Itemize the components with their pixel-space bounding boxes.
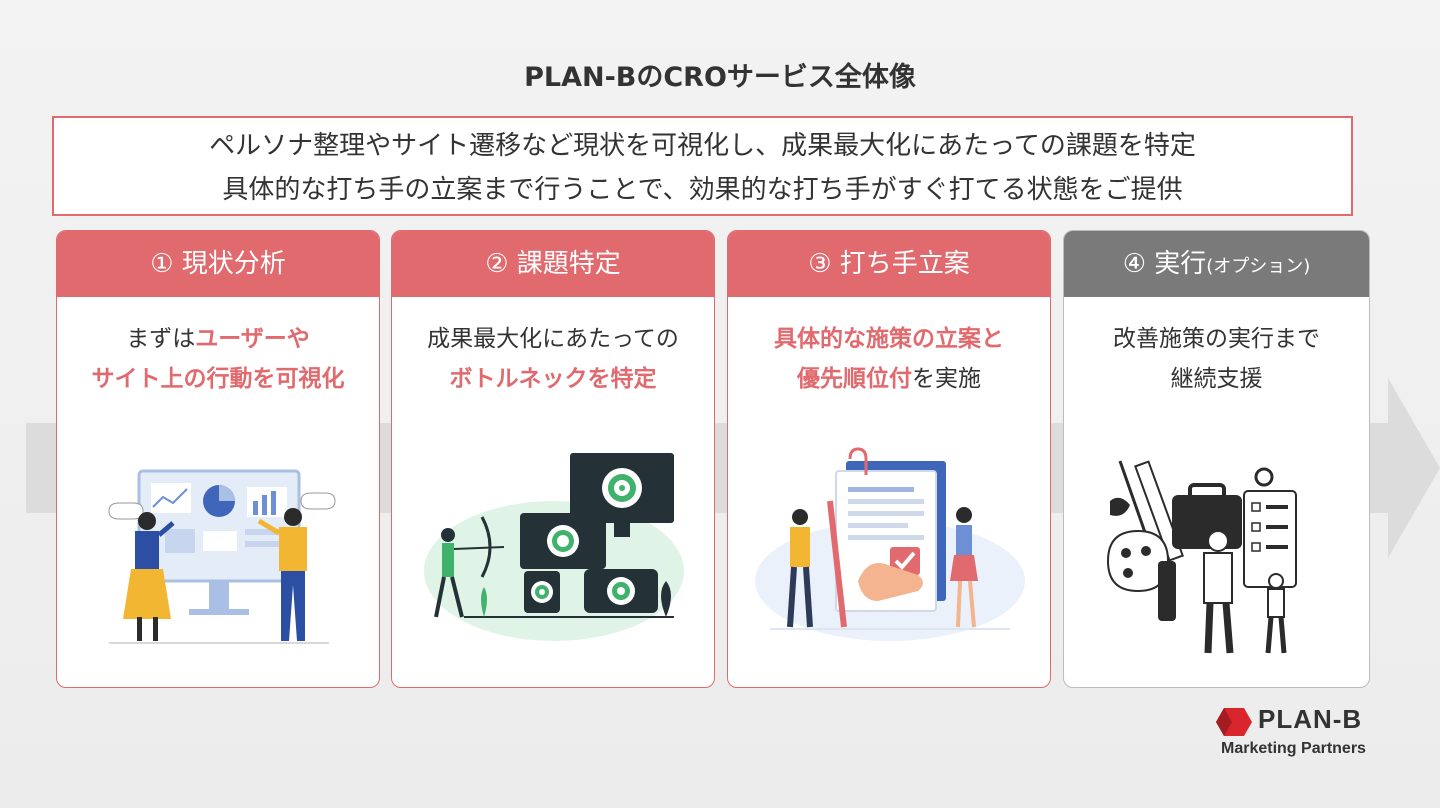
- desc-highlight: ボトルネックを特定: [449, 366, 657, 392]
- page-title: PLAN-BのCROサービス全体像: [524, 62, 916, 93]
- header-note: (オプション): [1206, 256, 1311, 277]
- brand-mark-icon: [1216, 708, 1252, 736]
- step-card-header: ③ 打ち手立案: [728, 231, 1050, 297]
- step-card-header: ① 現状分析: [57, 231, 379, 297]
- step-card-description: まずはユーザーや サイト上の行動を可視化: [57, 319, 379, 399]
- planning-document-illustration: [755, 447, 1025, 641]
- process-arrow-head: [1388, 378, 1440, 558]
- step-card-header: ④ 実行(オプション): [1064, 231, 1369, 297]
- desc-highlight: 具体的な施策の立案と: [774, 326, 1004, 352]
- execution-tools-illustration: [1106, 460, 1297, 654]
- step-card-description: 改善施策の実行まで 継続支援: [1064, 319, 1369, 399]
- desc-text: 成果最大化にあたっての: [427, 326, 679, 352]
- target-devices-illustration: [424, 453, 684, 641]
- desc-text: 改善施策の実行まで: [1113, 326, 1320, 352]
- desc-highlight: ユーザーや: [195, 326, 310, 352]
- header-text: ④ 実行: [1122, 249, 1207, 279]
- brand-logo: PLAN-B Marketing Partners: [1214, 704, 1374, 764]
- step-card-analysis: ① 現状分析 まずはユーザーや サイト上の行動を可視化: [56, 230, 380, 688]
- brand-name: PLAN-B: [1258, 704, 1363, 734]
- desc-highlight: 優先順位付: [797, 366, 912, 392]
- step-card-planning: ③ 打ち手立案 具体的な施策の立案と 優先順位付を実施: [727, 230, 1051, 688]
- desc-text: まずは: [126, 326, 196, 352]
- summary-line-2: 具体的な打ち手の立案まで行うことで、効果的な打ち手がすぐ打てる状態をご提供: [222, 175, 1183, 205]
- desc-text: 継続支援: [1170, 366, 1263, 392]
- data-analysis-illustration: [108, 469, 336, 644]
- step-card-header: ② 課題特定: [392, 231, 714, 297]
- desc-highlight: サイト上の行動を可視化: [91, 366, 345, 392]
- step-card-description: 具体的な施策の立案と 優先順位付を実施: [728, 319, 1050, 399]
- brand-tagline: Marketing Partners: [1221, 740, 1366, 757]
- step-card-description: 成果最大化にあたっての ボトルネックを特定: [392, 319, 714, 399]
- step-card-execution: ④ 実行(オプション) 改善施策の実行まで 継続支援: [1063, 230, 1370, 688]
- step-card-issues: ② 課題特定 成果最大化にあたっての ボトルネックを特定: [391, 230, 715, 688]
- summary-box: ペルソナ整理やサイト遷移など現状を可視化し、成果最大化にあたっての課題を特定 具…: [52, 116, 1353, 216]
- summary-line-1: ペルソナ整理やサイト遷移など現状を可視化し、成果最大化にあたっての課題を特定: [209, 131, 1196, 161]
- desc-text: を実施: [912, 366, 981, 392]
